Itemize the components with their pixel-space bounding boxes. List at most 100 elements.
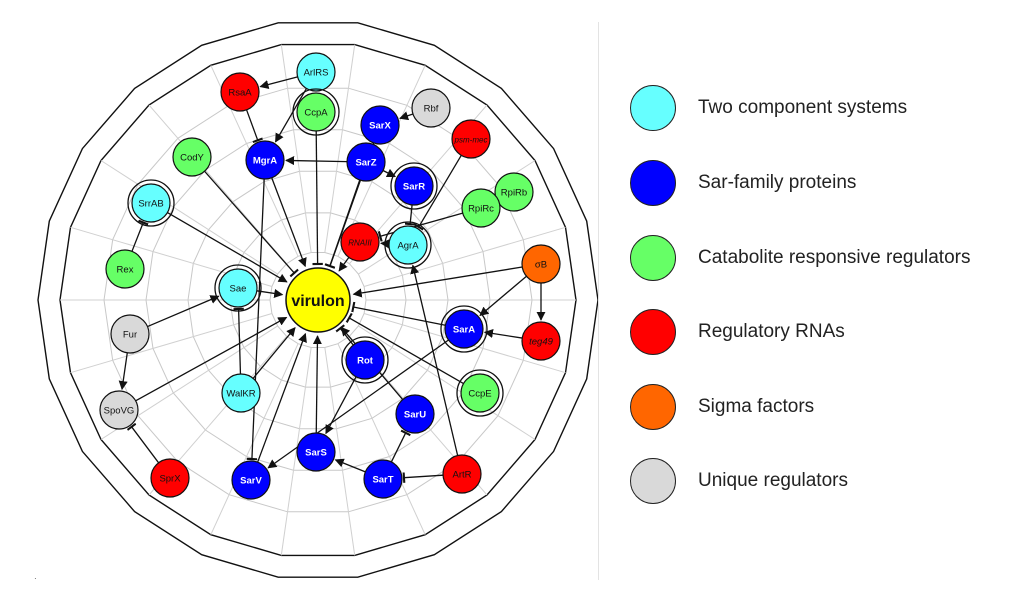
node-label: RNAIII bbox=[348, 239, 372, 248]
legend-label: Sigma factors bbox=[698, 396, 815, 417]
edge-ArtR-SarT bbox=[402, 472, 444, 483]
node-artr: ArtR bbox=[442, 454, 482, 494]
node-label: RsaA bbox=[228, 88, 252, 99]
node-label: ArtR bbox=[453, 470, 472, 481]
node-rbf: Rbf bbox=[411, 88, 451, 128]
node-label: SarR bbox=[403, 182, 425, 193]
legend-swatch-orange bbox=[630, 384, 676, 430]
node-label: Fur bbox=[123, 330, 137, 341]
edge-CcpA-virulon bbox=[312, 130, 323, 266]
edge-SarS-virulon bbox=[312, 335, 322, 434]
node-sara: SarA bbox=[440, 305, 488, 353]
legend-label: Regulatory RNAs bbox=[698, 321, 845, 342]
edge-sigmaB-SarA bbox=[479, 275, 527, 317]
node-label: Rot bbox=[357, 356, 374, 367]
node-sae: Sae bbox=[214, 264, 262, 312]
node-label: SarZ bbox=[355, 158, 376, 169]
legend-swatch-green bbox=[630, 235, 676, 281]
node-label: SarT bbox=[372, 475, 393, 486]
grid-spoke bbox=[324, 44, 356, 253]
edge-SarT-SarU bbox=[390, 429, 411, 463]
legend-item-unique: Unique regulators bbox=[630, 456, 848, 506]
node-label: Sae bbox=[230, 284, 247, 295]
edge-Rot-virulon bbox=[335, 324, 354, 346]
legend: Two component systems Sar-family protein… bbox=[630, 0, 1026, 591]
node-label: SarX bbox=[369, 121, 391, 132]
grid-ring bbox=[37, 22, 599, 578]
node-cody: CodY bbox=[172, 137, 212, 177]
legend-swatch-red bbox=[630, 309, 676, 355]
edge-Rex-SrrAB bbox=[131, 219, 149, 252]
node-saru: SarU bbox=[395, 394, 435, 434]
node-label: Rex bbox=[117, 265, 134, 276]
node-label: ArlRS bbox=[304, 68, 329, 79]
node-label: AgrA bbox=[397, 241, 419, 252]
node-sigmab: σB bbox=[521, 244, 561, 284]
node-fur: Fur bbox=[110, 314, 150, 354]
edge-MgrA-virulon bbox=[271, 177, 307, 268]
edge-MgrA-SarV bbox=[246, 178, 265, 461]
node-rpirb: RpiRb bbox=[494, 172, 534, 212]
virulon-node: virulon bbox=[285, 267, 351, 333]
edge-SarZ-virulon bbox=[324, 179, 361, 269]
edge-CodY-virulon bbox=[204, 170, 299, 278]
node-srrab: SrrAB bbox=[127, 179, 175, 227]
node-rnaiii: RNAIII bbox=[340, 222, 380, 262]
legend-label: Two component systems bbox=[698, 97, 908, 118]
node-rex: Rex bbox=[105, 249, 145, 289]
node-sarr: SarR bbox=[390, 162, 438, 210]
edge-SprX-SpoVG bbox=[126, 422, 160, 464]
legend-label: Sar-family proteins bbox=[698, 172, 857, 193]
grid-spoke bbox=[324, 347, 356, 556]
grid-spoke bbox=[358, 325, 536, 440]
edge-SarZ-MgrA bbox=[285, 156, 348, 166]
legend-item-two-component: Two component systems bbox=[630, 83, 907, 133]
edge-SarV-virulon bbox=[257, 332, 307, 463]
grid-spoke bbox=[337, 343, 426, 535]
node-label: CodY bbox=[180, 153, 204, 164]
node-rot: Rot bbox=[341, 336, 389, 384]
node-label: SpoVG bbox=[104, 406, 135, 417]
edge-psmmec-AgrA bbox=[413, 155, 462, 231]
edge-ArlRS-RsaA bbox=[259, 76, 298, 89]
node-label: RpiRb bbox=[501, 188, 527, 199]
edge-SarA-virulon bbox=[351, 301, 446, 326]
node-label: SprX bbox=[159, 474, 181, 485]
legend-label: Catabolite responsive regulators bbox=[698, 247, 971, 268]
node-teg49: teg49 bbox=[521, 321, 561, 361]
edge-ArlRS-MgrA bbox=[274, 88, 308, 143]
node-spovg: SpoVG bbox=[99, 390, 139, 430]
node-sarv: SarV bbox=[231, 460, 271, 500]
edge-WalKR-Sae bbox=[233, 307, 244, 375]
edge-Rbf-SarX bbox=[399, 111, 414, 121]
node-label: CcpE bbox=[468, 389, 491, 400]
edge-SpoVG-virulon bbox=[135, 316, 288, 402]
node-label: MgrA bbox=[253, 156, 277, 167]
virulon-label: virulon bbox=[291, 293, 344, 310]
grid-spoke bbox=[280, 347, 312, 556]
node-label: RpiRc bbox=[468, 204, 494, 215]
node-sarz: SarZ bbox=[346, 142, 386, 182]
node-label: SrrAB bbox=[138, 199, 163, 210]
grid-spoke bbox=[100, 160, 278, 275]
edge-Fur-Sae bbox=[147, 295, 220, 328]
node-ccpa: CcpA bbox=[292, 88, 340, 136]
edge-SarT-SarS bbox=[334, 458, 366, 473]
grid-spoke bbox=[210, 343, 299, 535]
node-label: SarV bbox=[240, 476, 262, 487]
node-mgra: MgrA bbox=[245, 140, 285, 180]
node-sars: SarS bbox=[296, 432, 336, 472]
legend-item-sar-family: Sar-family proteins bbox=[630, 158, 856, 208]
edge-sigmaB-virulon bbox=[352, 266, 523, 298]
node-label: Rbf bbox=[424, 104, 439, 115]
edge-CcpE-virulon bbox=[345, 312, 464, 385]
edge-WalKR-virulon bbox=[252, 327, 296, 379]
node-label: SarS bbox=[305, 448, 327, 459]
node-ccpe: CcpE bbox=[456, 369, 504, 417]
legend-swatch-gray bbox=[630, 458, 676, 504]
node-label: CcpA bbox=[304, 108, 328, 119]
legend-label: Unique regulators bbox=[698, 470, 848, 491]
edge-teg49-SarA bbox=[483, 328, 523, 339]
node-label: psm-mec bbox=[454, 136, 488, 145]
